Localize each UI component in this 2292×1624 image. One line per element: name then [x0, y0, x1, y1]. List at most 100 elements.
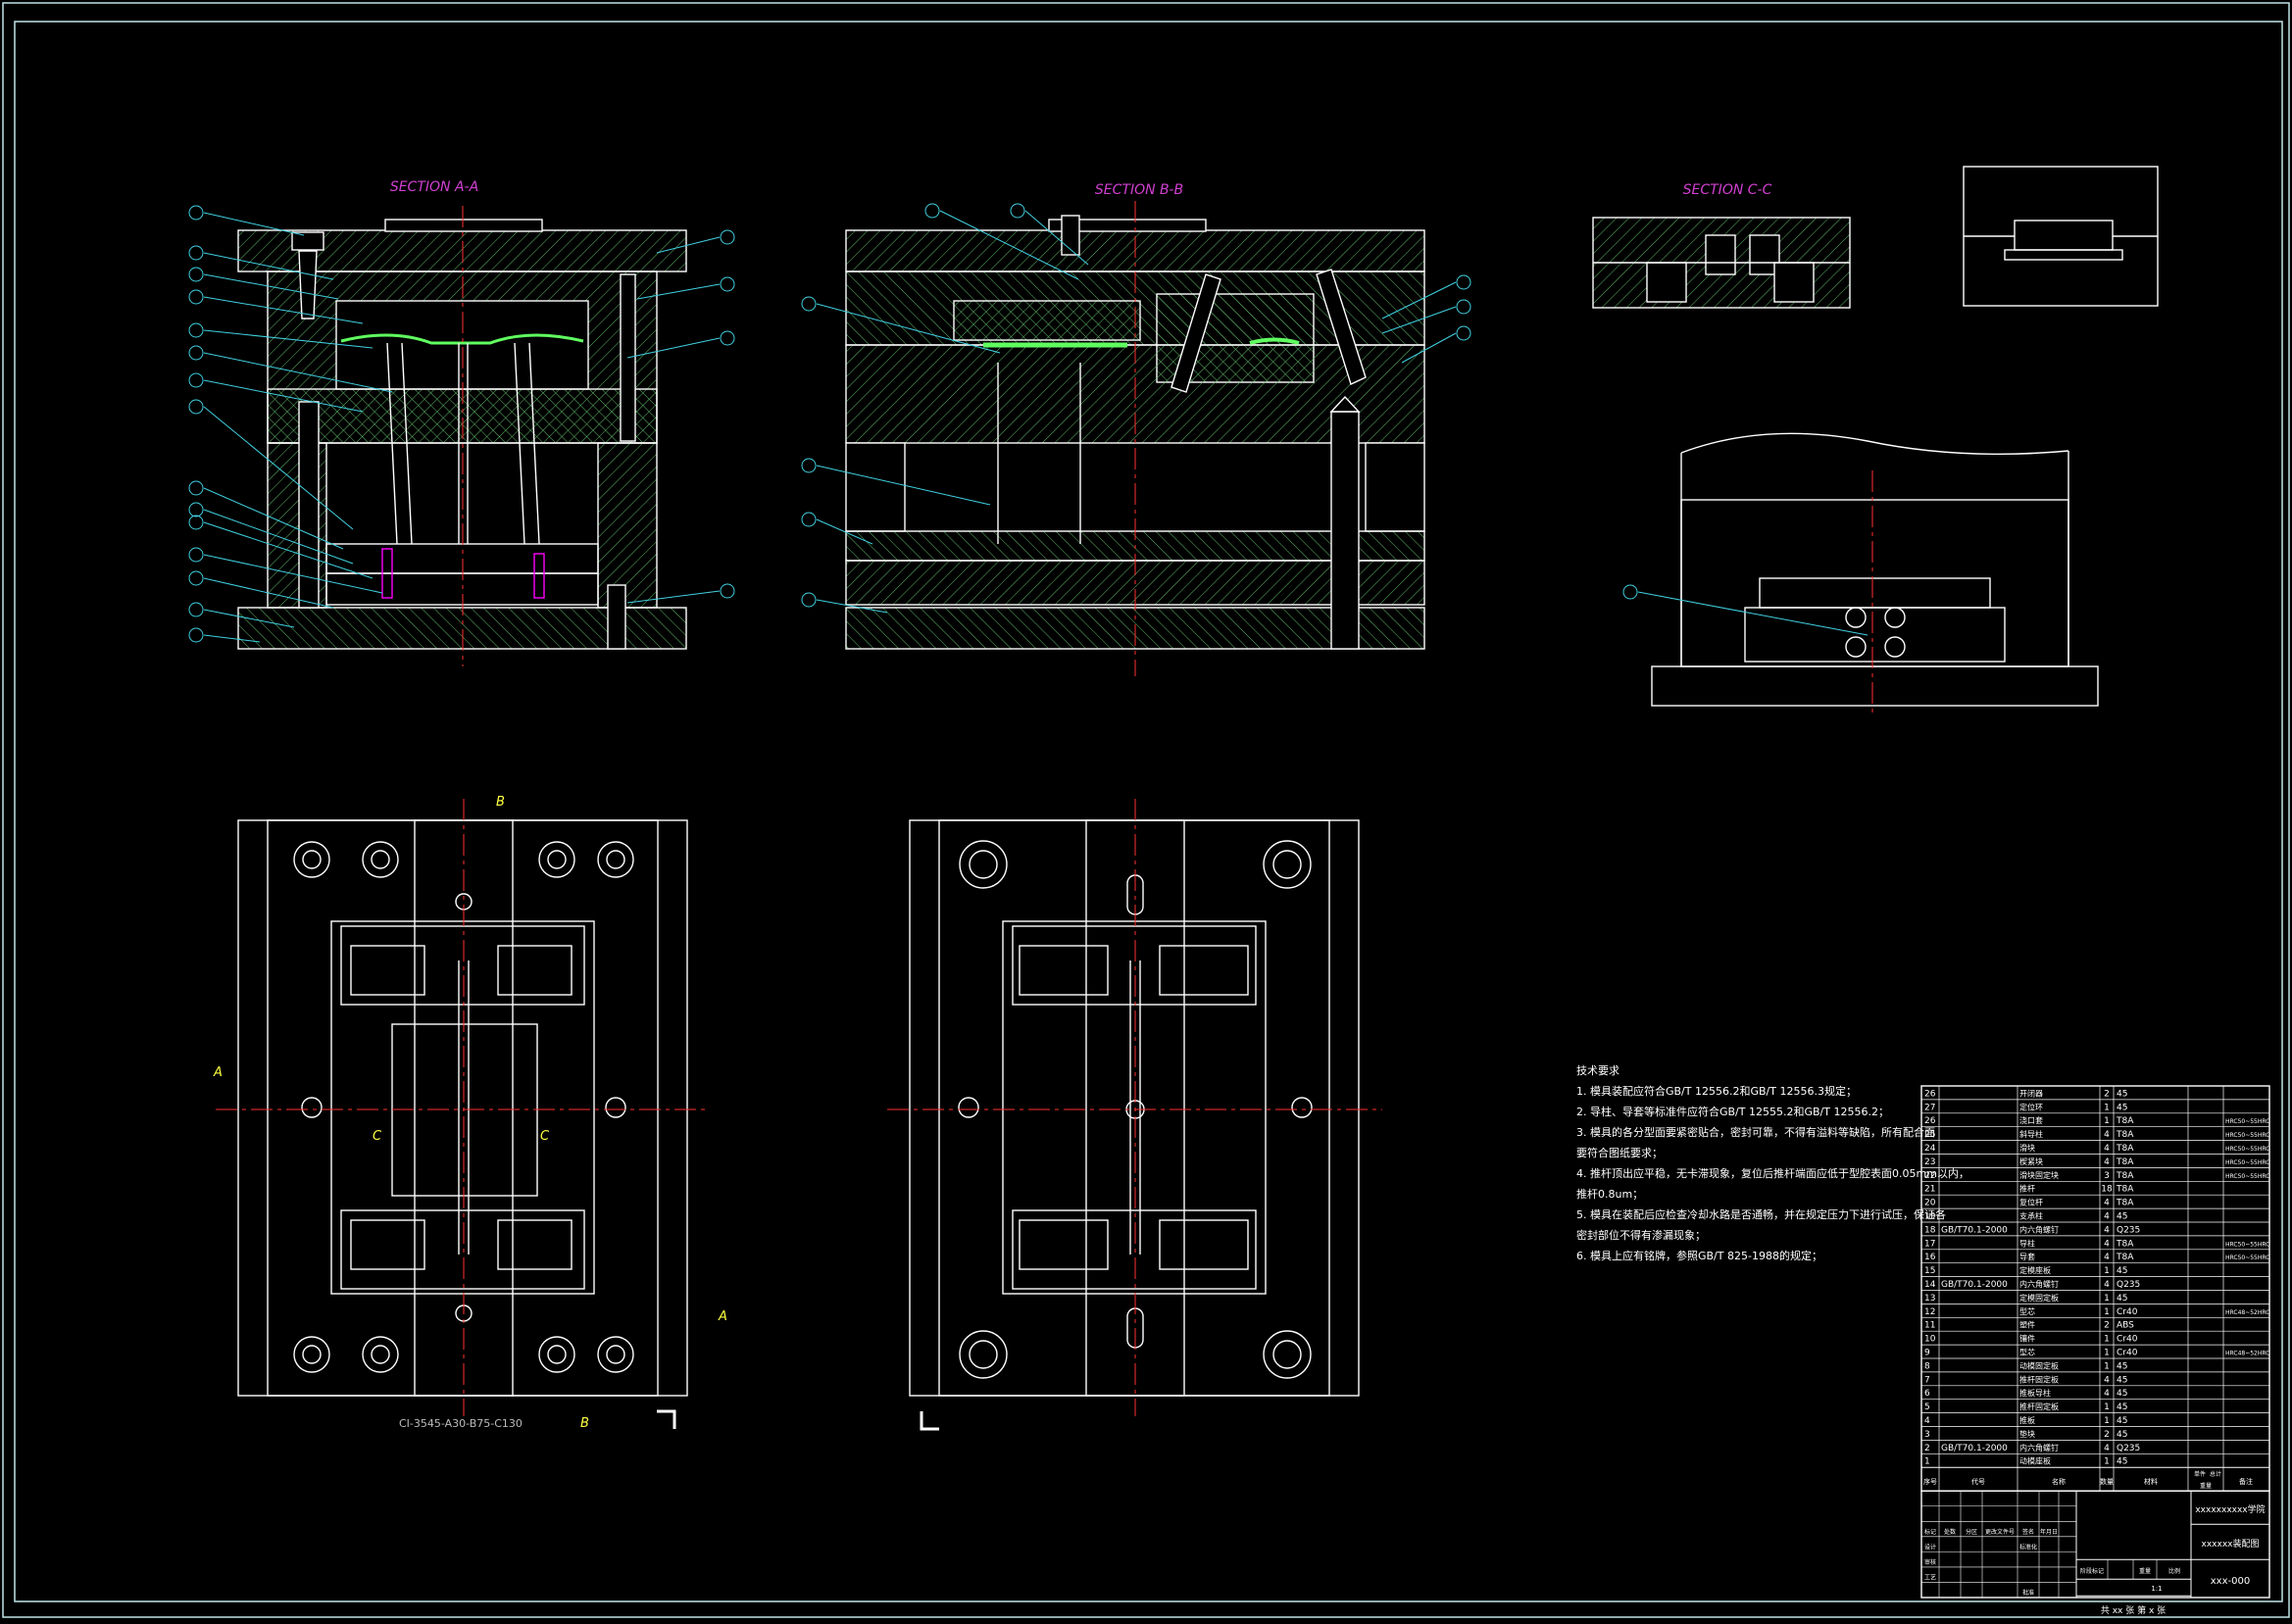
bom-material: 45 [2117, 1403, 2127, 1412]
bom-header-code: 代号 [1971, 1477, 1985, 1486]
bom-code: GB/T70.1-2000 [1941, 1280, 2008, 1290]
bom-qty: 4 [2104, 1144, 2110, 1154]
note-line: 2. 导柱、导套等标准件应符合GB/T 12555.2和GB/T 12556.2… [1576, 1106, 1889, 1118]
bom-name: 内六角螺钉 [2019, 1443, 2059, 1452]
bom-name: 动模固定板 [2019, 1360, 2059, 1370]
tb-approve: 批准 [2022, 1589, 2034, 1597]
bom-qty: 3 [2104, 1171, 2110, 1181]
part-outline-view [1963, 166, 2159, 307]
tb-standardize: 标准化 [2019, 1543, 2037, 1550]
bom-name: 内六角螺钉 [2019, 1224, 2059, 1234]
bom-qty: 18 [2101, 1185, 2113, 1195]
bom-no: 13 [1924, 1294, 1935, 1304]
bom-qty: 4 [2104, 1157, 2110, 1167]
bom-qty: 1 [2104, 1294, 2110, 1304]
view-mark-c-right: C [540, 1129, 550, 1144]
bom-material: 45 [2117, 1375, 2127, 1385]
bom-name: 推板导柱 [2019, 1388, 2051, 1398]
callout-a-right [626, 330, 735, 359]
tb-drawing-name: xxxxxx装配图 [2202, 1538, 2260, 1550]
bom-name: 复位杆 [2019, 1198, 2043, 1207]
bom-name: 推板 [2019, 1415, 2035, 1425]
bom-material: ABS [2117, 1321, 2134, 1331]
bom-material: Q235 [2117, 1444, 2140, 1453]
bom-name: 型芯 [2019, 1348, 2035, 1357]
bom-material: 45 [2117, 1416, 2127, 1426]
bom-qty: 4 [2104, 1444, 2110, 1453]
technical-notes: 技术要求 1. 模具装配应符合GB/T 12556.2和GB/T 12556.3… [1576, 1060, 1969, 1266]
bom-no: 2 [1924, 1444, 1930, 1453]
tb-weight-label: 重量 [2139, 1567, 2151, 1575]
bom-name: 支承柱 [2019, 1211, 2043, 1221]
bom-name: 滑块 [2019, 1143, 2035, 1153]
bom-material: 45 [2117, 1389, 2127, 1399]
bom-name: 开闭器 [2019, 1089, 2043, 1098]
bom-material: T8A [2116, 1239, 2134, 1249]
bom-qty: 1 [2104, 1103, 2110, 1112]
bom-material: T8A [2116, 1185, 2134, 1195]
section-c-c-title: SECTION C-C [1683, 182, 1772, 198]
bom-name: 型芯 [2019, 1306, 2035, 1316]
tb-change-doc: 更改文件号 [1985, 1528, 2015, 1536]
section-markers: A A B B C C CI-3545-A30-B75-C130 [213, 795, 727, 1431]
bom-no: 26 [1924, 1089, 1936, 1099]
title-block: 标记处数分区更改文件号签名年月日设计标准化审核工艺批准阶段标记重量比例1:1共 … [1920, 1490, 2270, 1616]
note-line: 6. 模具上应有铭牌，参照GB/T 825-1988的规定； [1576, 1250, 1822, 1262]
bom-name: 推杆固定板 [2019, 1374, 2059, 1384]
view-mark-a-top: A [213, 1065, 223, 1080]
bom-qty: 4 [2104, 1225, 2110, 1235]
bom-no: 25 [1924, 1130, 1935, 1140]
view-mark-b-bottom: B [580, 1416, 589, 1431]
note-line: 3. 模具的各分型面要紧密贴合，密封可靠，不得有溢料等缺陷，所有配合面 [1576, 1126, 1935, 1139]
view-mark-c-left: C [373, 1129, 382, 1144]
note-line: 5. 模具在装配后应检查冷却水路是否通畅，并在规定压力下进行试压，保证各 [1576, 1208, 1946, 1221]
bom-header-material: 材料 [2144, 1477, 2158, 1486]
callout-b-right [1401, 325, 1471, 364]
bom-code: GB/T70.1-2000 [1941, 1444, 2008, 1453]
callout-a-right [656, 229, 735, 254]
bom-qty: 4 [2104, 1239, 2110, 1249]
tb-date: 年月日 [2040, 1528, 2058, 1536]
tb-designer: 设计 [1924, 1543, 1936, 1550]
note-line: 密封部位不得有渗漏现象； [1576, 1229, 1706, 1242]
callout-b [801, 592, 888, 614]
bom-name: 镶件 [2019, 1334, 2035, 1344]
bom-material: 45 [2117, 1266, 2127, 1276]
bom-no: 12 [1924, 1307, 1935, 1317]
bom-material: 45 [2117, 1457, 2127, 1467]
bom-name: 塑件 [2019, 1320, 2035, 1330]
bom-name: 推杆固定板 [2019, 1402, 2059, 1411]
bom-material: T8A [2116, 1171, 2134, 1181]
bom-header-total: 总计 [2210, 1470, 2221, 1478]
callout-b-right [1381, 299, 1471, 334]
plan-view-moving-half [216, 799, 706, 1429]
callout-b [801, 512, 873, 545]
bom-qty: 1 [2104, 1335, 2110, 1345]
bom-no: 22 [1924, 1171, 1935, 1181]
bom-no: 26 [1924, 1116, 1936, 1126]
plan-view-fixed-half [887, 799, 1382, 1431]
bom-name: 浇口套 [2019, 1115, 2043, 1125]
bom-qty: 4 [2104, 1280, 2110, 1290]
bom-material: T8A [2116, 1199, 2134, 1208]
callout-a [188, 399, 354, 530]
callout-a [188, 502, 354, 565]
bom-material: 45 [2117, 1212, 2127, 1222]
bom-material: 45 [2117, 1430, 2127, 1440]
bom-note: HRC48~52HRC [2225, 1351, 2269, 1357]
tb-scale: 1:1 [2151, 1585, 2162, 1593]
bom-material: T8A [2116, 1116, 2134, 1126]
bom-note: HRC50~55HRC [2225, 1118, 2269, 1125]
callout-a [188, 267, 339, 300]
bom-note: HRC50~55HRC [2225, 1173, 2269, 1180]
mold-base-label: CI-3545-A30-B75-C130 [399, 1417, 523, 1430]
callout-a [188, 205, 305, 236]
note-line: 要符合图纸要求； [1576, 1147, 1663, 1159]
bom-qty: 1 [2104, 1307, 2110, 1317]
callout-b [801, 296, 1001, 354]
bom-code: GB/T70.1-2000 [1941, 1225, 2008, 1235]
tb-scale-label: 比例 [2168, 1567, 2180, 1575]
bom-name: 内六角螺钉 [2019, 1279, 2059, 1289]
